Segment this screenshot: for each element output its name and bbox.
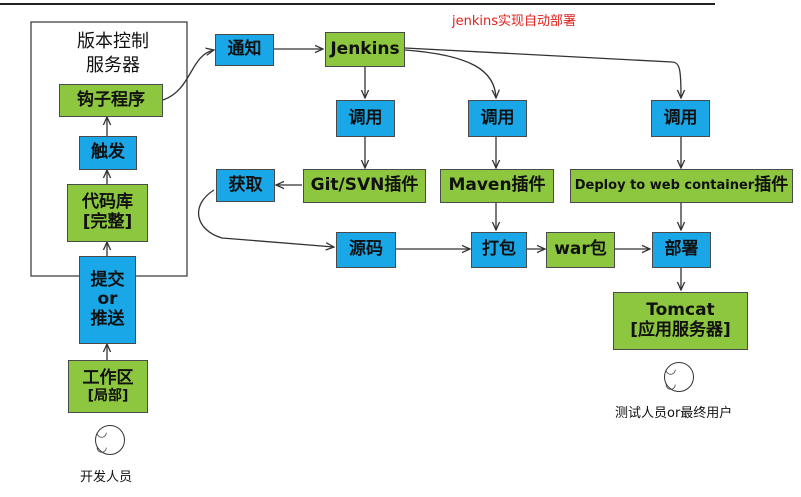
arrow-fetch-source xyxy=(198,189,334,247)
tester-smiley-icon: ◡ ◡ xyxy=(664,362,694,392)
hook-label: 钩子程序 xyxy=(77,89,145,110)
source-node: 源码 xyxy=(336,232,396,268)
deploy-plugin-label-suffix: 插件 xyxy=(754,175,789,196)
source-label: 源码 xyxy=(349,239,383,260)
workspace-label-line1: 工作区 xyxy=(82,367,134,388)
developer-label: 开发人员 xyxy=(80,470,133,485)
deploy-label: 部署 xyxy=(664,239,699,260)
workspace-node: 工作区 [局部] xyxy=(68,360,148,413)
deploy-plugin-node: Deploy to web container 插件 xyxy=(570,169,793,203)
jenkins-label: Jenkins xyxy=(330,38,400,59)
call-deploy-node: 调用 xyxy=(651,100,710,137)
tomcat-label-line2: [应用服务器] xyxy=(630,320,731,340)
diagram-title: jenkins实现自动部署 xyxy=(452,14,577,29)
deploy-plugin-label-prefix: Deploy to web container xyxy=(574,177,755,193)
developer-smiley-icon: ◡ ◡ xyxy=(95,425,125,455)
repo-label-line1: 代码库 xyxy=(82,192,133,213)
maven-plugin-label: Maven插件 xyxy=(448,175,546,196)
git-svn-plugin-node: Git/SVN插件 xyxy=(303,169,426,203)
commit-label-line1: 提交 xyxy=(90,269,125,290)
fetch-label: 获取 xyxy=(228,174,263,195)
notify-node: 通知 xyxy=(215,34,274,66)
call-git-label: 调用 xyxy=(348,107,383,128)
vcs-title-line2: 服务器 xyxy=(86,55,140,76)
maven-plugin-node: Maven插件 xyxy=(440,169,554,203)
trigger-label: 触发 xyxy=(91,142,125,163)
tomcat-label-line1: Tomcat xyxy=(646,300,715,321)
call-maven-node: 调用 xyxy=(468,100,527,137)
package-node: 打包 xyxy=(471,232,527,268)
call-git-node: 调用 xyxy=(336,100,395,137)
notify-label: 通知 xyxy=(227,39,262,60)
tomcat-node: Tomcat [应用服务器] xyxy=(613,292,748,350)
git-svn-plugin-label: Git/SVN插件 xyxy=(310,175,419,196)
war-label: war包 xyxy=(554,239,607,260)
deploy-node: 部署 xyxy=(652,232,711,268)
call-maven-label: 调用 xyxy=(480,107,515,128)
war-node: war包 xyxy=(546,232,615,268)
repo-node: 代码库 [完整] xyxy=(67,184,148,242)
jenkins-node: Jenkins xyxy=(325,32,405,67)
commit-label-line3: 推送 xyxy=(90,308,125,329)
tester-label: 测试人员or最终用户 xyxy=(615,406,733,421)
fetch-node: 获取 xyxy=(216,169,275,202)
commit-node: 提交 or 推送 xyxy=(79,256,136,344)
hook-node: 钩子程序 xyxy=(59,84,163,117)
arrow-hook-notify xyxy=(162,50,214,101)
repo-label-line2: [完整] xyxy=(82,212,133,232)
workspace-label-line2: [局部] xyxy=(87,388,129,405)
vcs-title-line1: 版本控制 xyxy=(77,31,149,52)
call-deploy-label: 调用 xyxy=(663,107,698,128)
arrow-jenkins-call-maven xyxy=(404,49,496,98)
package-label: 打包 xyxy=(482,239,516,260)
commit-label-line2: or xyxy=(97,289,118,310)
vcs-title: 版本控制 服务器 xyxy=(48,30,178,78)
trigger-node: 触发 xyxy=(79,136,137,170)
arrow-jenkins-call-deploy xyxy=(404,47,681,98)
